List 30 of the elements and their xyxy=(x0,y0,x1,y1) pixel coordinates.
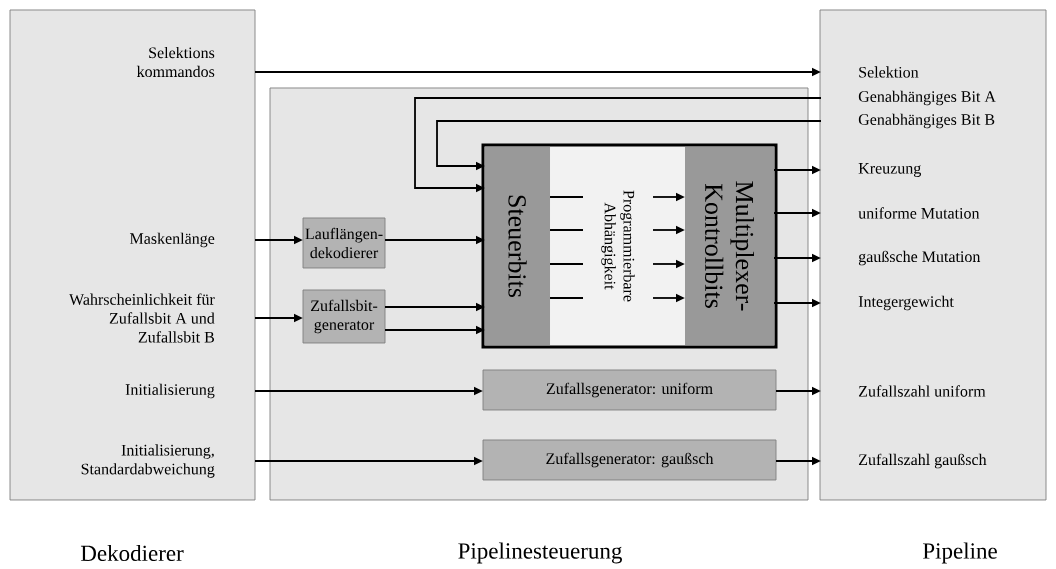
panel-caption: Pipeline xyxy=(923,542,997,564)
input-label: Selektions kommandos xyxy=(136,46,215,78)
output-label: Zufallszahl gaußsch xyxy=(859,453,987,469)
function-box: Lauflängen- dekodierer xyxy=(302,217,386,269)
line xyxy=(549,196,584,198)
output-label: Genabhängiges Bit A xyxy=(858,90,996,106)
line xyxy=(549,229,584,231)
output-label: uniforme Mutation xyxy=(858,207,980,219)
line xyxy=(549,297,584,299)
input-label: Wahrscheinlichkeit für Zufallsbit A und Zufallsbit B xyxy=(69,293,215,343)
band: Steuerbits xyxy=(485,147,550,345)
function-box: Zufallsgenerator: uniform xyxy=(482,369,777,411)
rotated-label: Programmierbare Abhängigkeit xyxy=(601,190,635,302)
output-label: gaußsche Mutation xyxy=(858,250,981,266)
panel xyxy=(9,9,256,501)
input-label: Maskenlänge xyxy=(129,232,215,248)
input-label: Initialisierung, Standardabweichung xyxy=(81,444,215,478)
output-label: Kreuzung xyxy=(858,163,921,177)
output-label: Integergewicht xyxy=(858,295,954,311)
band: Multiplexer- Kontrollbits xyxy=(685,147,774,345)
output-label: Zufallszahl uniform xyxy=(859,385,986,397)
line xyxy=(549,263,584,265)
input-label: Initialisierung xyxy=(125,383,215,399)
panel-caption: Dekodierer xyxy=(80,544,184,562)
output-label: Selektion xyxy=(859,66,919,78)
function-box: Zufallsbit- generator xyxy=(302,289,386,344)
panel-caption: Pipelinesteuerung xyxy=(458,542,622,564)
function-box: Zufallsgenerator: gaußsch xyxy=(482,439,777,481)
panel xyxy=(819,9,1047,501)
output-label: Genabhängiges Bit B xyxy=(858,113,995,129)
